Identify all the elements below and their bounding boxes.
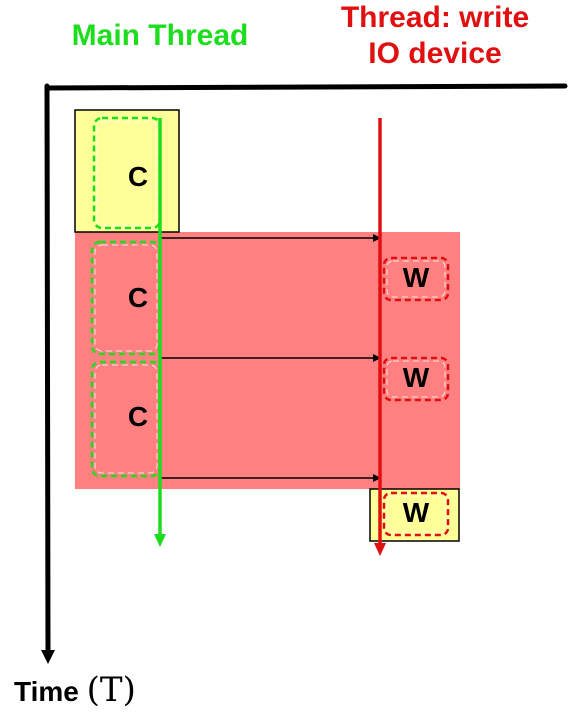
compute-outline-1 bbox=[92, 116, 162, 230]
io-thread-arrowhead bbox=[374, 543, 386, 556]
time-axis-symbol: (T) bbox=[86, 670, 136, 710]
write-outlines-shadow bbox=[386, 260, 446, 533]
compute-outlines-shadow bbox=[94, 120, 158, 474]
write-label-1: W bbox=[403, 262, 430, 293]
compute-label-2: C bbox=[128, 282, 148, 313]
main-thread-title: Main Thread bbox=[71, 19, 249, 52]
main-thread-arrowhead bbox=[154, 534, 166, 547]
time-axis bbox=[41, 83, 568, 664]
io-thread-timeline bbox=[374, 118, 386, 556]
time-axis-arrowhead bbox=[41, 650, 55, 664]
write-label-3: W bbox=[403, 497, 430, 528]
write-outline-1 bbox=[382, 256, 450, 302]
compute-label-1: C bbox=[128, 161, 148, 192]
handoff-arrows bbox=[160, 234, 381, 482]
main-thread-timeline bbox=[154, 118, 166, 547]
write-outlines bbox=[382, 256, 450, 537]
io-thread-title: Thread: write IO device bbox=[305, 0, 565, 72]
io-thread-title-line-2: IO device bbox=[368, 37, 502, 70]
write-outline-3 bbox=[382, 491, 450, 537]
write-outline-2 bbox=[382, 356, 450, 402]
time-axis-label-text: Time bbox=[14, 676, 79, 707]
io-thread-title-line-1: Thread: write bbox=[340, 1, 530, 34]
compute-label-3: C bbox=[128, 401, 148, 432]
write-label-2: W bbox=[403, 362, 430, 393]
time-axis-label: Time (T) bbox=[14, 670, 136, 710]
